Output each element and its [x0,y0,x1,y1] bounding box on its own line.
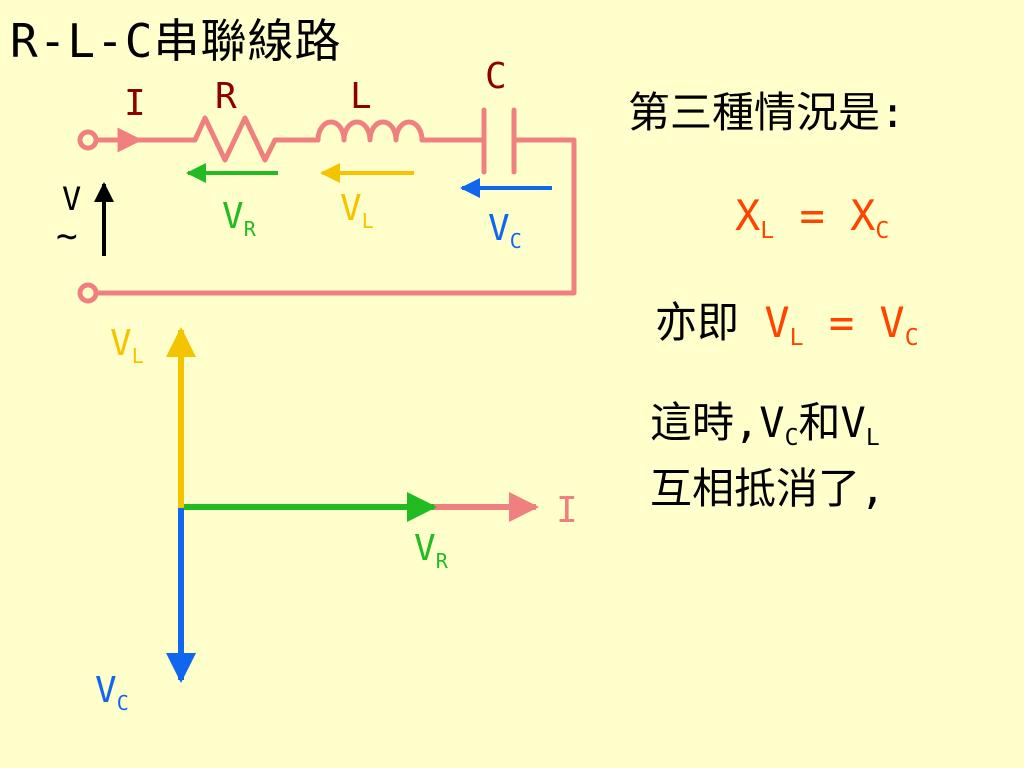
note-line-1: 這時,VC和VL [650,398,880,452]
bottom-terminal [77,282,99,304]
phasor-vl-label: VL [110,323,144,368]
equation-xl-xc: XL = XC [735,191,890,245]
vc-label: VC [488,208,522,253]
resistor-symbol [192,115,278,163]
phasor-vr-label: VR [414,528,449,573]
inductor-label: L [350,76,372,117]
capacitor-label: C [485,56,507,97]
current-label: I [124,83,146,124]
ac-source-symbol: ∼ [56,216,78,257]
phasor-current-label: I [556,490,578,531]
vr-label: VR [222,196,257,241]
circuit-wires [77,107,577,304]
case-heading: 第三種情況是: [628,88,906,137]
resistor-label: R [215,76,237,117]
source-voltage-label: V [62,180,81,218]
slide-title: R-L-C串聯線路 [10,14,342,68]
return-wire [93,137,577,296]
vl-label: VL [340,188,374,233]
inductor-symbol [315,119,425,143]
phasor-vc-label: VC [95,670,129,715]
equation-vl-vc: 亦即 VL = VC [655,298,919,352]
note-line-2: 互相抵消了, [650,464,886,513]
